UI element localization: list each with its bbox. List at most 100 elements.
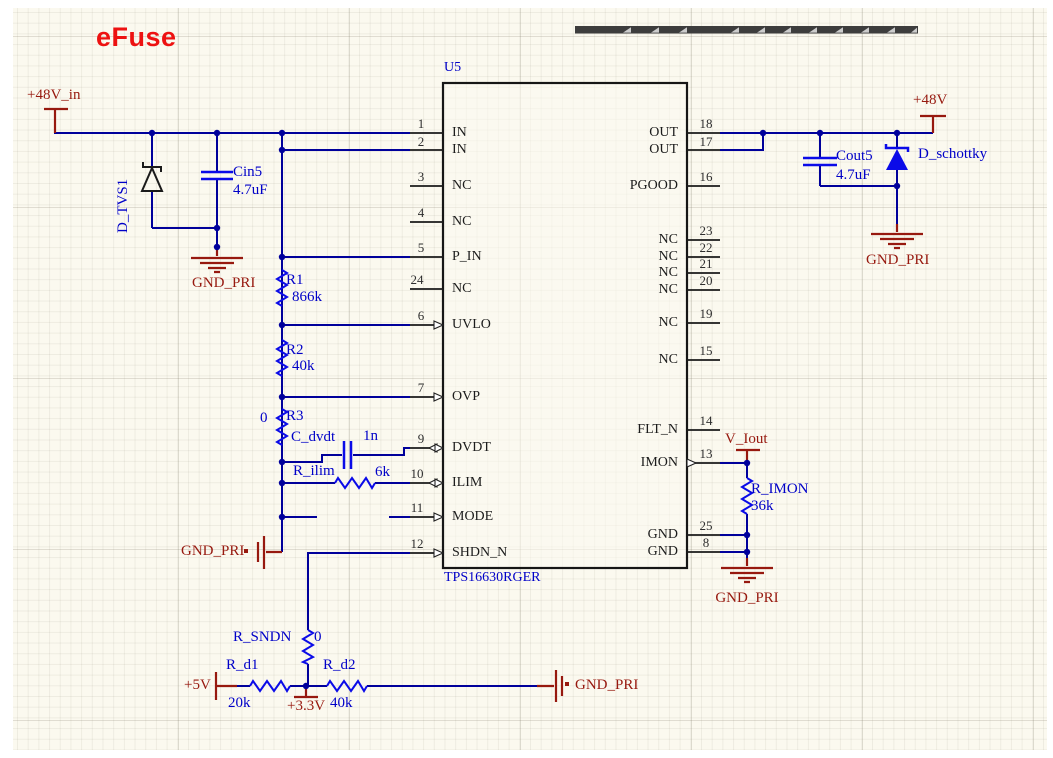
cin5-designator[interactable]: Cin5 [233, 164, 263, 180]
pin-18-name: OUT [649, 125, 678, 140]
pin-13-number: 13 [699, 446, 713, 461]
ic-designator[interactable]: U5 [444, 60, 462, 75]
ic-u5-body[interactable] [441, 81, 689, 570]
net-label-gnd-pri-imon[interactable]: GND_PRI [715, 590, 779, 606]
ic-part-number[interactable]: TPS16630RGER [444, 570, 541, 585]
pin-12-name: SHDN_N [452, 545, 508, 560]
cout5-value[interactable]: 4.7uF [836, 167, 871, 183]
cin5-value[interactable]: 4.7uF [233, 182, 268, 198]
dark-bar-triangles [623, 27, 917, 33]
r3-value[interactable]: 0 [260, 410, 268, 426]
cout5-designator[interactable]: Cout5 [836, 148, 873, 164]
pin-8-number: 8 [702, 535, 710, 550]
pin-14-name: FLT_N [637, 422, 678, 437]
pin-4-name: NC [452, 214, 472, 229]
pin-17-name: OUT [649, 142, 678, 157]
ic-left-pin-stubs[interactable] [410, 132, 443, 554]
r1-designator[interactable]: R1 [286, 272, 304, 288]
resistor-r1[interactable] [275, 269, 289, 307]
gnd-bar-mid[interactable] [256, 536, 282, 569]
pin-10-name: ILIM [452, 475, 483, 490]
gnd-bar-mid-dot [244, 549, 248, 553]
schottky-diode-triangle[interactable] [886, 149, 908, 170]
pin-1-name: IN [452, 125, 467, 140]
resistor-r-d1[interactable] [249, 679, 291, 693]
wire-pin17-jog[interactable] [720, 133, 764, 151]
resistor-r-imon[interactable] [740, 477, 754, 515]
r1-value[interactable]: 866k [292, 289, 322, 305]
pin-24-number: 24 [410, 272, 424, 287]
r-imon-designator[interactable]: R_IMON [751, 481, 809, 497]
ic-right-pin-stubs[interactable] [687, 132, 720, 553]
r-d2-value[interactable]: 40k [330, 695, 353, 711]
wire-dvdt[interactable] [282, 447, 410, 463]
net-label-48v-in[interactable]: +48V_in [27, 87, 81, 103]
schottky-cathode-bar[interactable] [884, 144, 910, 152]
horizontal-dark-bar[interactable] [575, 26, 918, 34]
pin-20-name: NC [658, 282, 678, 297]
r-d1-designator[interactable]: R_d1 [226, 657, 259, 673]
tvs-diode-d-tvs1[interactable] [140, 162, 164, 192]
r2-value[interactable]: 40k [292, 358, 315, 374]
wire-gnd-pins[interactable] [720, 534, 747, 553]
c-dvdt-designator[interactable]: C_dvdt [291, 429, 336, 445]
net-label-v-iout[interactable]: V_Iout [725, 431, 768, 447]
resistor-r-ilim[interactable] [334, 476, 376, 490]
sheet-title: eFuse [96, 22, 177, 52]
pin-25-number: 25 [699, 518, 713, 533]
pin-7-number: 7 [417, 380, 425, 395]
pin-19-name: NC [658, 315, 678, 330]
net-label-gnd-pri-bottom[interactable]: GND_PRI [575, 677, 639, 693]
capacitor-c-dvdt[interactable] [342, 441, 353, 469]
pin-10-number: 10 [410, 466, 424, 481]
net-label-3v3[interactable]: +3.3V [287, 698, 326, 714]
pin-7-name: OVP [452, 389, 481, 404]
d-tvs1-designator[interactable]: D_TVS1 [115, 178, 131, 233]
wire-tvs-leads[interactable] [151, 133, 217, 229]
r2-designator[interactable]: R2 [286, 342, 304, 358]
c-dvdt-value[interactable]: 1n [363, 428, 378, 444]
r-imon-value[interactable]: 36k [751, 498, 774, 514]
gnd-bar-bottom[interactable] [537, 670, 564, 702]
pin-16-name: PGOOD [629, 178, 678, 193]
resistor-r-d2[interactable] [326, 679, 368, 693]
power-port-5v[interactable] [214, 672, 237, 700]
pin-3-name: NC [452, 178, 472, 193]
power-port-48v[interactable] [920, 114, 946, 133]
pin-9-name: DVDT [452, 440, 491, 455]
r3-designator[interactable]: R3 [286, 408, 304, 424]
pin-6-number: 6 [417, 308, 425, 323]
net-label-gnd-pri-output[interactable]: GND_PRI [866, 252, 930, 268]
net-label-gnd-pri-mid[interactable]: GND_PRI [181, 543, 245, 559]
wire-shdn[interactable] [307, 552, 410, 686]
r-d1-value[interactable]: 20k [228, 695, 251, 711]
gnd-earth-imon[interactable] [721, 558, 773, 584]
r-ilim-value[interactable]: 6k [375, 464, 390, 480]
pin-5-number: 5 [417, 240, 425, 255]
gnd-earth-input[interactable] [191, 247, 243, 274]
r-d2-designator[interactable]: R_d2 [323, 657, 356, 673]
net-label-5v[interactable]: +5V [184, 677, 211, 693]
r-sndn-value[interactable]: 0 [314, 629, 322, 645]
pin-17-number: 17 [699, 134, 713, 149]
net-label-48v[interactable]: +48V [913, 92, 948, 108]
resistor-r-sndn[interactable] [300, 629, 316, 665]
d-schottky-designator[interactable]: D_schottky [918, 146, 988, 162]
r-ilim-designator[interactable]: R_ilim [293, 463, 335, 479]
capacitor-cout5[interactable] [803, 156, 837, 167]
power-port-48v-in[interactable] [44, 107, 68, 133]
net-label-gnd-pri-input[interactable]: GND_PRI [192, 275, 256, 291]
pin-20-number: 20 [699, 273, 713, 288]
resistor-r2[interactable] [275, 339, 289, 377]
pin-22-name: NC [658, 249, 678, 264]
gnd-earth-output[interactable] [871, 224, 923, 250]
pin-11-number: 11 [410, 500, 424, 515]
pin-13-name: IMON [640, 455, 678, 470]
r-sndn-designator[interactable]: R_SNDN [233, 629, 292, 645]
capacitor-cin5[interactable] [201, 170, 233, 181]
pin-23-number: 23 [699, 223, 713, 238]
pin-23-name: NC [658, 232, 678, 247]
resistor-r3[interactable] [275, 408, 289, 446]
